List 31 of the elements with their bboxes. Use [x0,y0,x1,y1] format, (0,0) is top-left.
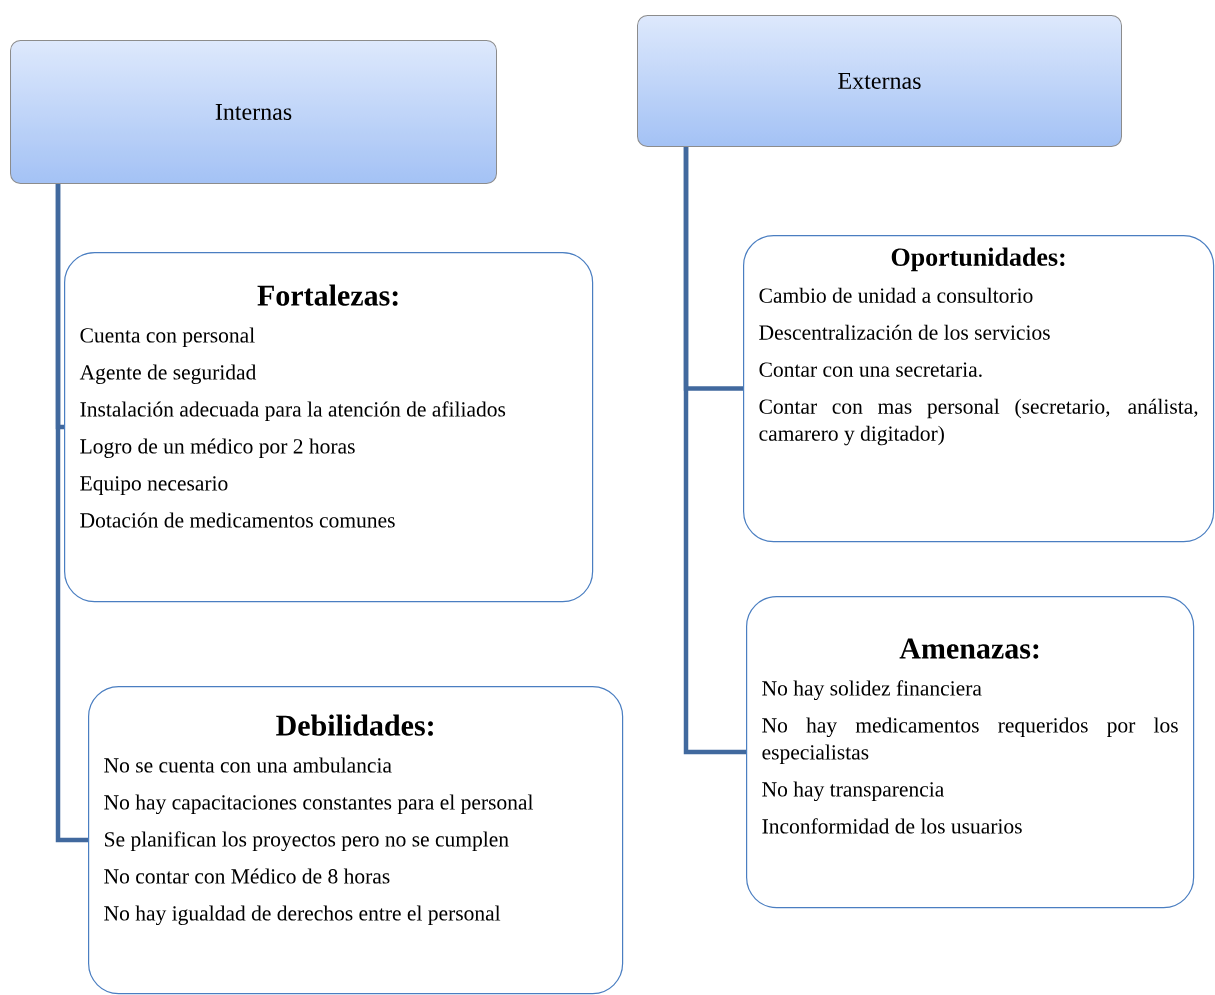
box-heading: Debilidades: [276,714,433,736]
list-item: Cambio de unidad a consultorio [759,287,1033,303]
list-item: Descentralización de los servicios [759,324,1050,340]
list-item: Logro de un médico por 2 horas [80,438,355,459]
header-box: Internas [10,40,497,184]
list-item: No hay transparencia [762,781,944,802]
text-box [746,596,1195,909]
connector-line [683,147,746,755]
box-heading: Fortalezas: [257,284,398,306]
list-item: Cuenta con personal [80,327,255,347]
box-heading: Oportunidades: [891,247,1065,272]
connector-line [55,184,88,843]
list-item: Se planifican los proyectos pero no se cumplen [105,831,509,852]
list-item: No hay igualdad de derechos entre el personal [104,905,501,926]
list-item: No contar con Médico de 8 horas [104,868,390,884]
list-item: Dotación de medicamentos comunes [80,512,395,528]
list-item: Equipo necesario [80,476,228,495]
list-item: No hay capacitaciones constantes para el personal [104,794,534,815]
list-item: Instalación adecuada para la atención de afiliados [80,401,506,421]
list-item: No hay medicamentos requeridos por los especialistas [762,717,1178,764]
text-box [64,252,594,603]
list-item: Agente de seguridad [79,364,257,385]
header-box: Externas [637,15,1122,147]
list-item: No hay solidez financiera [762,680,982,701]
text-box [743,235,1215,543]
list-item: No se cuenta con una ambulancia [104,757,392,773]
text-box [88,686,624,995]
box-heading: Amenazas: [899,638,1039,659]
list-item: Contar con una secretaria. [759,362,982,377]
list-item: Inconformidad de los usuarios [762,818,1022,834]
list-item: Contar con mas personal (secretario, análista, camarero y digitador) [759,398,1198,446]
